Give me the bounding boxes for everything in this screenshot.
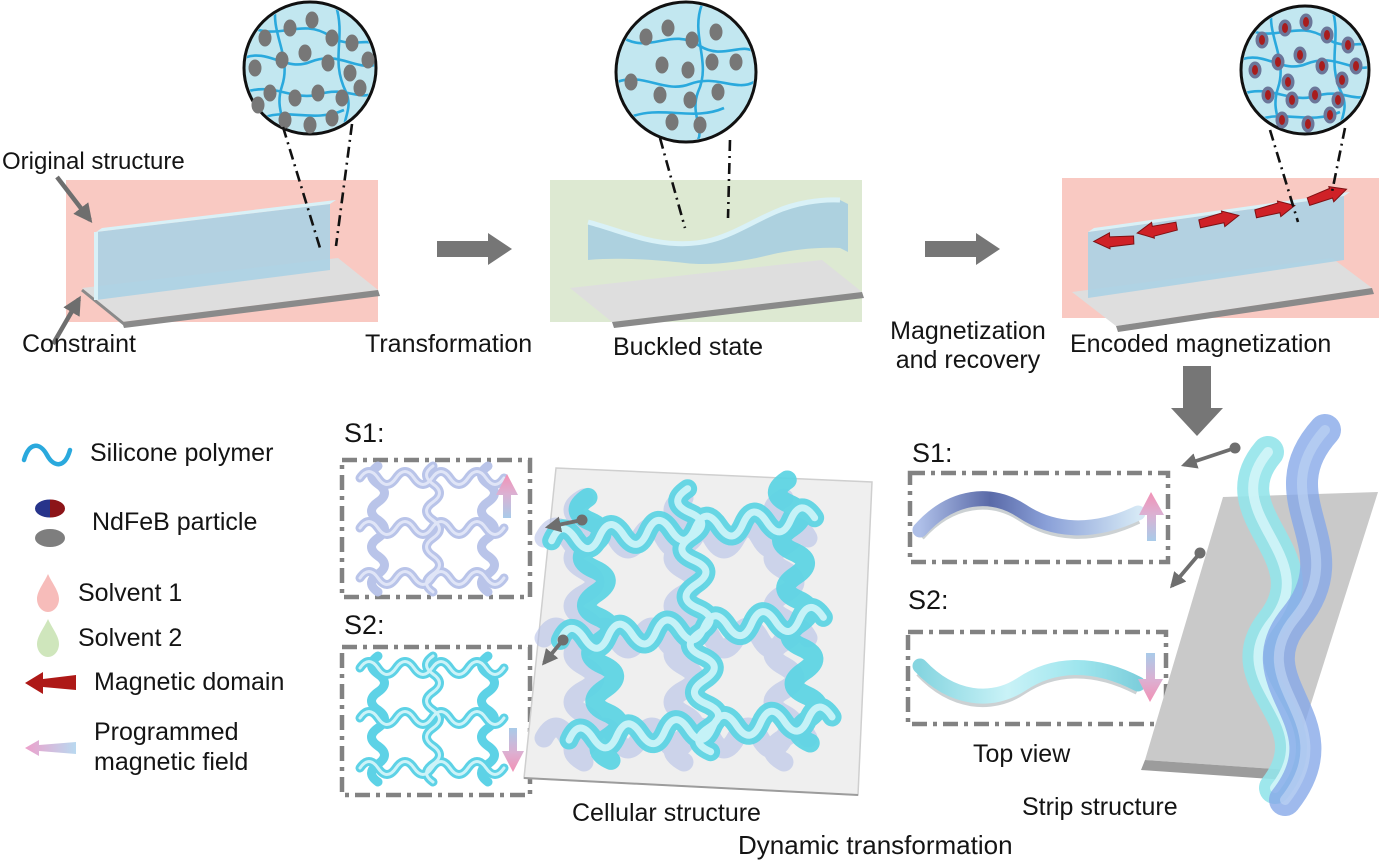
panel-magnetized [1062, 178, 1379, 332]
label-pointer-arrows [51, 175, 93, 346]
legend-label: Silicone polymer [90, 439, 274, 468]
dynamic-transformation-label: Dynamic transformation [738, 830, 1013, 860]
buckled-state-label: Buckled state [613, 333, 764, 361]
legend-item-solvent-1: Solvent 1 [34, 572, 182, 616]
field-up-arrow-icon [1139, 492, 1164, 541]
top-view-label: Top view [973, 740, 1071, 768]
cellular-callout-arrows [541, 514, 588, 666]
field-down-arrow-icon [502, 728, 524, 772]
magnetization-arrow-icon [925, 233, 1000, 265]
microstructure-inset-magnetized [1239, 4, 1371, 136]
s2-cellular-box [339, 644, 533, 798]
microstructure-inset-original [242, 0, 378, 136]
strip-structure-label: Strip structure [1022, 793, 1178, 821]
red-arrow-icon [25, 671, 76, 694]
legend-label: Programmed magnetic field [94, 718, 249, 776]
transformation-arrow-icon [437, 233, 512, 265]
s1-cellular-label: S1: [344, 418, 385, 448]
gradient-arrow-icon [25, 739, 76, 756]
encoded-magnetization-label: Encoded magnetization [1070, 330, 1332, 358]
panel-original [66, 180, 380, 328]
green-droplet-icon [37, 619, 59, 657]
constraint-label: Constraint [22, 330, 136, 358]
panel-buckled [550, 180, 864, 328]
s2-strip-label: S2: [908, 585, 949, 615]
legend-label: NdFeB particle [92, 508, 258, 537]
s2-strip-box [905, 629, 1169, 727]
s2-cellular-label: S2: [344, 610, 385, 640]
sine-wave-icon [21, 443, 73, 467]
legend-label: Magnetic domain [94, 668, 285, 696]
legend-label: Solvent 1 [78, 579, 183, 608]
cellular-structure-render [523, 467, 873, 796]
strip-callout-arrows [1169, 442, 1241, 589]
legend-item-solvent-2: Solvent 2 [34, 617, 182, 661]
magnetized-particles [1248, 13, 1363, 133]
microstructure-inset-buckled [614, 0, 758, 144]
legend-item-silicone-polymer: Silicone polymer [20, 435, 273, 473]
s1-strip-box [907, 470, 1171, 565]
down-arrow-icon [1171, 366, 1223, 436]
legend-label: Solvent 2 [78, 624, 183, 653]
legend-item-programmed-field: Programmed magnetic field [24, 718, 294, 777]
s1-strip-label: S1: [912, 438, 953, 468]
transformation-label: Transformation [365, 330, 533, 358]
cellular-structure-label: Cellular structure [572, 799, 761, 827]
strip-structure-render [1141, 414, 1378, 816]
original-structure-label: Original structure [2, 148, 185, 175]
s1-cellular-box [339, 457, 533, 600]
magnetization-recovery-label: Magnetization and recovery [890, 317, 1046, 374]
legend-item-magnetic-domain: Magnetic domain [24, 668, 284, 698]
legend-item-ndfeb-particle: NdFeB particle [28, 496, 257, 550]
inset-connector-lines [281, 123, 1347, 249]
pink-droplet-icon [37, 574, 59, 612]
field-up-arrow-icon [496, 474, 518, 518]
field-down-arrow-icon [1138, 653, 1163, 702]
ndfeb-particle-icon [35, 499, 65, 547]
